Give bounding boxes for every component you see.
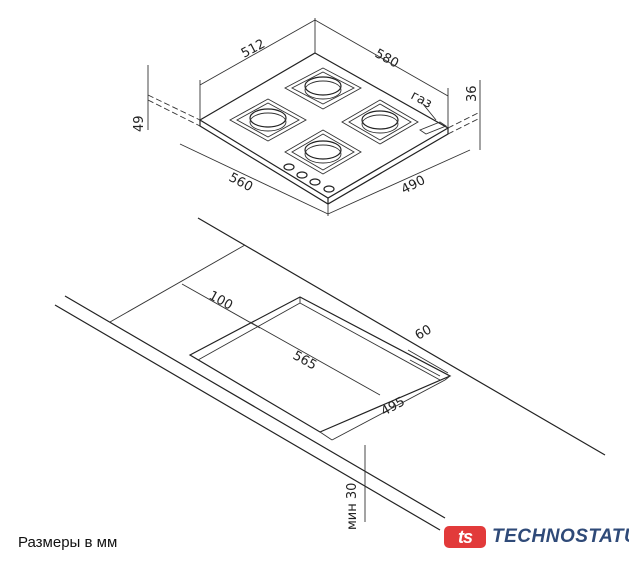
dim-560: 560: [226, 170, 255, 195]
dim-min-30: мин 30: [345, 483, 360, 530]
dim-100: 100: [206, 288, 235, 313]
dim-580: 580: [372, 46, 401, 71]
gas-connector: [419, 121, 447, 135]
dim-49: 49: [132, 115, 147, 132]
burner-grates: [229, 67, 419, 175]
logo-mark: ts: [444, 526, 486, 548]
brand-logo: ts TECHNOSTATUS: [444, 526, 629, 548]
dim-565: 565: [290, 348, 319, 373]
countertop-dimensions: [181, 283, 451, 522]
dim-490: 490: [399, 173, 428, 198]
control-knobs: [283, 163, 335, 193]
units-caption: Размеры в мм: [18, 534, 118, 551]
logo-text: TECHNOSTATUS: [492, 526, 629, 547]
dim-36: 36: [465, 85, 480, 102]
dim-495: 495: [379, 394, 408, 419]
hob: [198, 52, 450, 205]
dim-512: 512: [239, 37, 268, 62]
countertop: [54, 217, 606, 531]
burners: [249, 76, 399, 164]
hob-dimensions: [147, 18, 481, 216]
dim-60: 60: [413, 322, 435, 343]
